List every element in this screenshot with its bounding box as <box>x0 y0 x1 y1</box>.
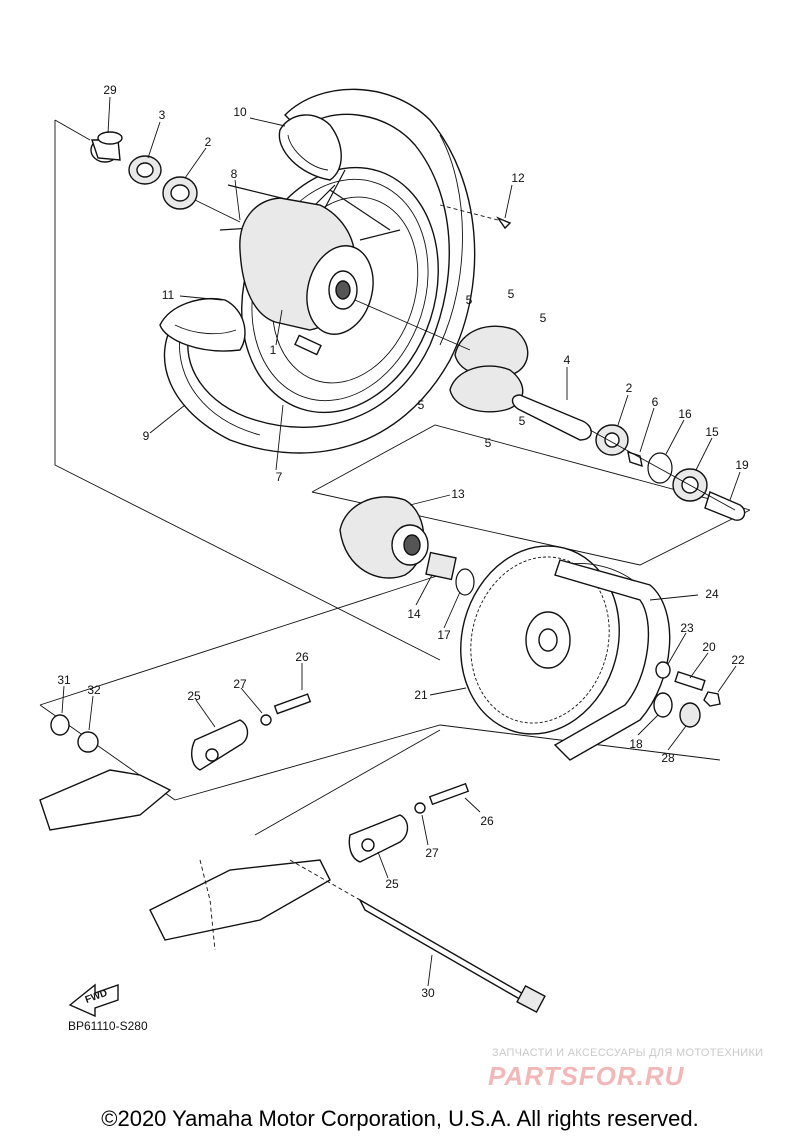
callout-19: 19 <box>735 458 749 472</box>
callout-31: 31 <box>57 673 71 687</box>
chain-puller-right <box>149 782 470 951</box>
callout-9: 9 <box>143 429 150 443</box>
leader-lines <box>61 96 741 987</box>
callout-16: 16 <box>678 407 692 421</box>
callout-6: 6 <box>652 395 659 409</box>
callout-25: 25 <box>385 877 399 891</box>
pulley <box>460 545 666 735</box>
tube-piece <box>159 298 246 352</box>
callout-7: 7 <box>276 470 283 484</box>
callout-5: 5 <box>418 398 425 412</box>
callout-2: 2 <box>205 135 212 149</box>
callout-22: 22 <box>731 653 745 667</box>
callout-27: 27 <box>425 846 439 860</box>
rear-axle <box>289 859 546 1014</box>
callout-5: 5 <box>519 414 526 428</box>
callout-4: 4 <box>564 353 571 367</box>
group-boundary-lines <box>39 119 751 836</box>
callout-2: 2 <box>626 381 633 395</box>
tire <box>163 88 476 454</box>
callout-8: 8 <box>231 167 238 181</box>
watermark-logo: PARTSFOR.RU <box>488 1061 685 1091</box>
callout-26: 26 <box>295 650 309 664</box>
callout-32: 32 <box>87 683 101 697</box>
right-axle-parts <box>511 394 746 521</box>
chain-puller-left <box>39 693 312 831</box>
valve <box>439 204 512 230</box>
callout-12: 12 <box>511 171 525 185</box>
callout-17: 17 <box>437 628 451 642</box>
callout-21: 21 <box>414 688 428 702</box>
callout-24: 24 <box>705 587 719 601</box>
callout-10: 10 <box>233 105 247 119</box>
callout-5: 5 <box>540 311 547 325</box>
callout-5: 5 <box>508 287 515 301</box>
hub-damper <box>354 299 529 413</box>
sprocket-hub <box>339 496 475 596</box>
hub <box>239 197 374 356</box>
watermark: ЗАПЧАСТИ И АКСЕССУАРЫ ДЛЯ МОТОТЕХНИКИ PA… <box>488 1047 763 1091</box>
callout-13: 13 <box>451 487 465 501</box>
callout-30: 30 <box>421 986 435 1000</box>
callout-5: 5 <box>466 293 473 307</box>
callout-14: 14 <box>407 607 421 621</box>
copyright-notice: ©2020 Yamaha Motor Corporation, U.S.A. A… <box>101 1106 698 1131</box>
callout-labels: 29 3 2 10 8 12 11 1 9 7 5 5 5 5 5 5 4 2 … <box>57 83 749 1000</box>
callout-5: 5 <box>485 436 492 450</box>
callout-26: 26 <box>480 814 494 828</box>
callout-11: 11 <box>162 288 175 302</box>
callout-28: 28 <box>661 751 675 765</box>
watermark-tagline: ЗАПЧАСТИ И АКСЕССУАРЫ ДЛЯ МОТОТЕХНИКИ <box>492 1047 763 1059</box>
rim-band <box>278 114 342 181</box>
callout-23: 23 <box>680 621 694 635</box>
callout-3: 3 <box>159 108 166 122</box>
callout-1: 1 <box>270 343 277 357</box>
pulley-fasteners <box>653 661 721 728</box>
callout-25: 25 <box>187 689 201 703</box>
left-hub-parts <box>90 131 241 223</box>
callout-20: 20 <box>702 640 716 654</box>
callout-27: 27 <box>233 677 247 691</box>
diagram-code: BP61110-S280 <box>68 1019 148 1033</box>
callout-29: 29 <box>103 83 117 97</box>
fwd-arrow: FWD <box>68 983 119 1018</box>
callout-15: 15 <box>705 425 719 439</box>
drive-belt <box>553 559 671 761</box>
callout-18: 18 <box>629 737 643 751</box>
